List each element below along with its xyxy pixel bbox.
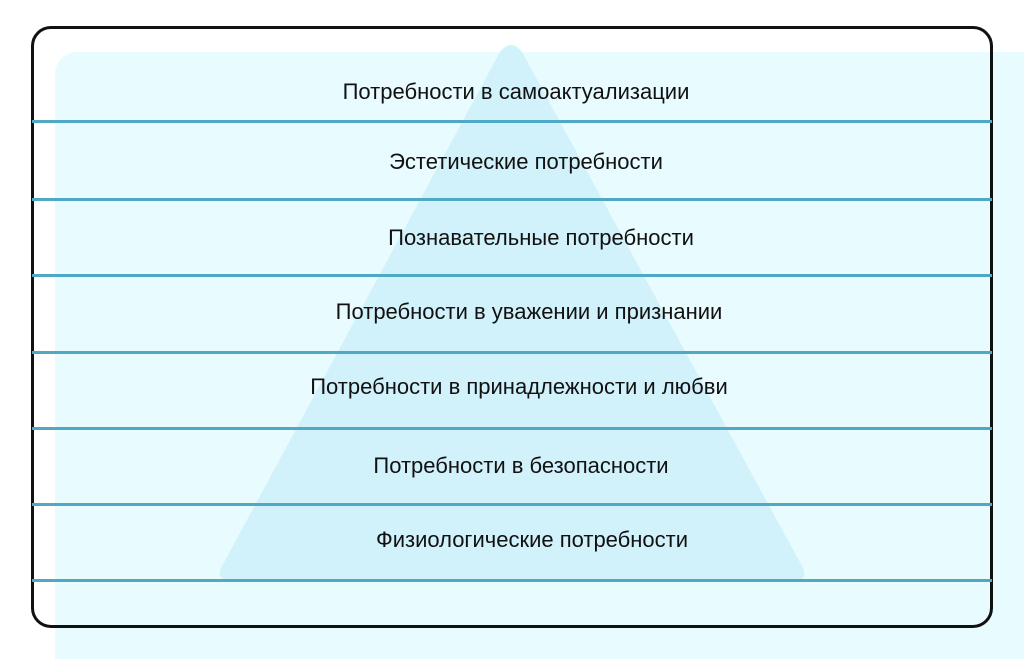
level-label-belonging: Потребности в принадлежности и любви <box>310 374 728 399</box>
divider-line <box>32 503 992 506</box>
divider-line <box>32 427 992 430</box>
diagram-frame <box>31 26 993 628</box>
level-label-aesthetic: Эстетические потребности <box>389 149 663 174</box>
level-label-esteem: Потребности в уважении и признании <box>335 299 723 324</box>
divider-line <box>32 198 992 201</box>
level-label-safety: Потребности в безопасности <box>373 453 669 478</box>
level-label-self-actualization: Потребности в самоактуализации <box>342 79 690 104</box>
divider-line <box>32 351 992 354</box>
level-label-cognitive: Познавательные потребности <box>388 225 694 250</box>
pyramid-triangle <box>219 45 805 580</box>
divider-line <box>32 120 992 123</box>
divider-line <box>32 274 992 277</box>
divider-line <box>32 579 992 582</box>
level-label-physiological: Физиологические потребности <box>375 527 689 552</box>
